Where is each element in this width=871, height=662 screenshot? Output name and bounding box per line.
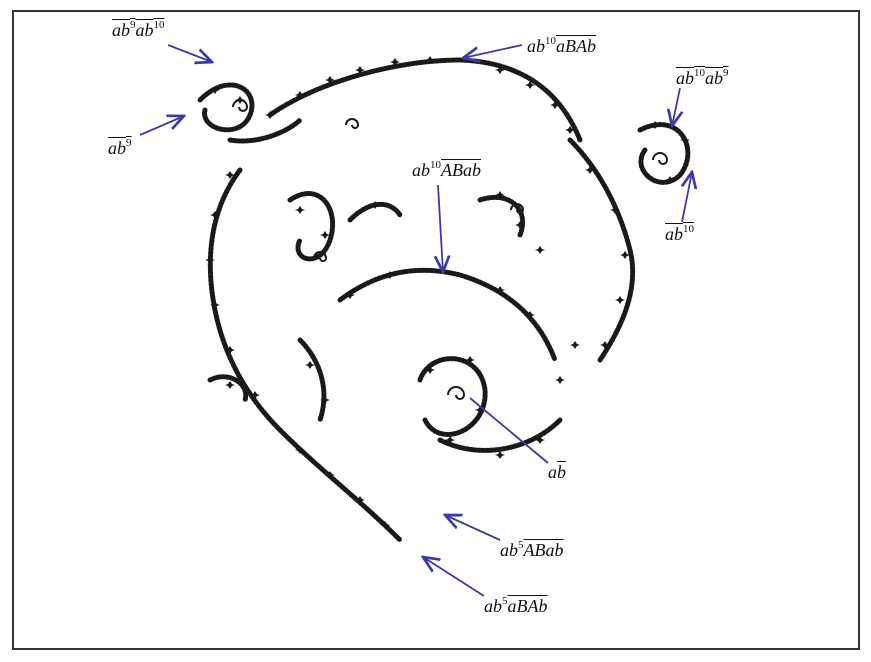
arrow-inner-right [469,397,549,464]
arrow-bottom-2 [423,557,485,597]
chain-bottom-right-lower [297,337,327,423]
chain-center-up [347,201,403,223]
annotation-arrows [139,44,692,597]
label-top-center: ab10aBAb [527,35,596,56]
label-inner-right: ab [548,462,566,482]
figure-frame [12,10,860,650]
fractal-chains [197,57,691,543]
chain-top-arc [267,57,583,143]
label-bottom-1: ab5ABab [500,539,564,560]
fractal-leaves [205,56,690,529]
chain-left-arc [207,167,283,433]
chain-bottom-tail [277,427,403,543]
chain-center-left [287,191,336,262]
chain-inner-spiral [417,356,488,437]
label-top-right-2: ab10 [665,223,694,244]
label-top-left-1: ab9ab10 [112,19,165,40]
arrow-top-right-1 [672,87,680,126]
arrow-top-center [463,44,523,58]
chain-left-upper [227,117,303,144]
arrow-top-right-2 [682,172,692,223]
arrow-center [438,184,443,272]
chain-inner-arc [337,267,558,363]
arrow-bottom-1 [445,515,501,541]
chain-right-arc [567,137,636,363]
chain-left-lower [207,374,249,403]
chain-mid-right [477,194,526,238]
label-top-left-2: ab9 [108,137,132,158]
chain-top-left [197,82,255,133]
label-center: ab10ABab [412,159,481,180]
chain-inner-lower [437,417,563,453]
label-bottom-2: ab5aBAb [484,595,548,616]
arrow-top-left-2 [139,116,184,136]
label-top-right-1: ab10ab9 [676,67,729,88]
arrow-top-left-1 [167,44,212,62]
fractal-spirals [232,99,669,400]
